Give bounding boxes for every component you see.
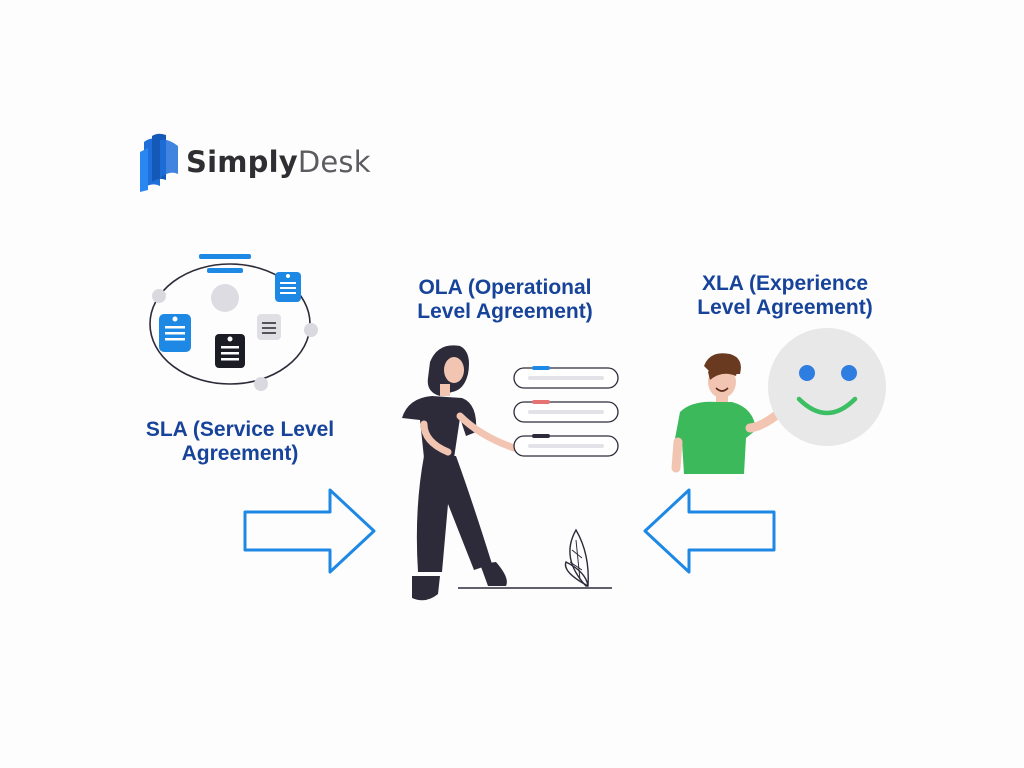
simplydesk-logo: SimplyDesk: [138, 132, 371, 192]
document-icon: [257, 314, 281, 340]
logo-brand-light: Desk: [297, 145, 371, 179]
logo-wordmark: SimplyDesk: [186, 145, 371, 179]
ola-person-illustration: [402, 345, 612, 601]
xla-person-illustration: [671, 353, 786, 474]
sla-label-line1: SLA (Service Level: [145, 418, 335, 441]
smiley-icon: [768, 328, 886, 446]
list-item: [513, 366, 619, 389]
document-icon: [275, 272, 301, 302]
sla-label-line2: Agreement): [181, 442, 299, 465]
xla-label-line2: Level Agreement): [697, 296, 873, 319]
document-icon: [215, 334, 245, 368]
ola-label-line2: Level Agreement): [417, 300, 593, 323]
arrow-right-icon: [243, 488, 376, 574]
list-item: [513, 400, 619, 423]
arrow-left-icon: [643, 488, 776, 574]
ola-label-line1: OLA (Operational: [418, 276, 592, 299]
xla-label: XLA (Experience Level Agreement): [660, 272, 910, 320]
xla-label-line1: XLA (Experience: [701, 272, 869, 295]
list-item: [513, 434, 619, 457]
book-icon: [140, 133, 178, 192]
sla-illustration: [149, 254, 318, 391]
logo-brand-bold: Simply: [186, 145, 298, 179]
ola-checklist: [513, 366, 619, 457]
document-icon: [159, 314, 191, 352]
ola-label: OLA (Operational Level Agreement): [380, 276, 630, 324]
sla-label: SLA (Service Level Agreement): [110, 418, 370, 466]
